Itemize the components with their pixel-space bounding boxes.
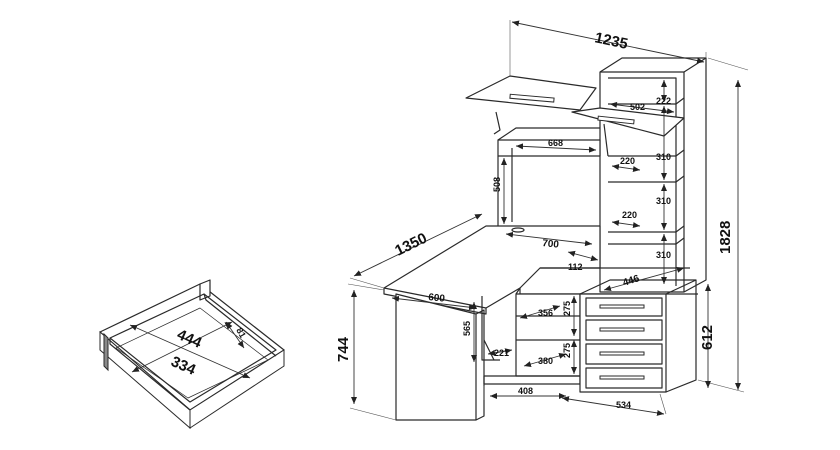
upper-shelf-width-label: 668 [548,138,563,148]
desk-depth-label: 1350 [392,230,429,260]
leg-offset-label: 221 [494,348,509,358]
leg-height-label: 565 [462,321,472,336]
shelf-gap-label-4: 310 [656,250,671,260]
overall-width-label: 1235 [593,29,629,53]
inner-depth-label: 380 [538,356,553,366]
shelf-depth-label-1: 220 [620,156,635,166]
desk-illustration [347,20,749,421]
corner-offset-label: 112 [568,262,583,272]
shelf-gap-label-1: 222 [656,96,671,106]
table-top-width-label: 700 [542,238,560,251]
desk-height-label: 744 [335,336,352,362]
base-right-label: 534 [616,400,631,410]
drawer-illustration [99,279,285,430]
drawer-height-label: 81 [234,326,248,340]
inner-shelf-depth-label: 356 [538,308,553,318]
cabinet-height-label: 612 [699,325,716,350]
inner-gap-label-1: 275 [562,301,572,316]
upper-shelf-height-label: 508 [492,177,502,192]
table-top-front-label: 600 [428,292,446,305]
shelf-gap-label-3: 310 [656,196,671,206]
cabinet-depth-label: 446 [622,273,642,289]
base-left-label: 408 [518,386,533,396]
shelf-depth-label-2: 220 [622,210,637,220]
top-shelf-depth-label: 502 [630,102,645,112]
overall-height-label: 1828 [717,221,734,254]
shelf-gap-label-2: 310 [656,152,671,162]
inner-gap-label-2: 275 [562,343,572,358]
